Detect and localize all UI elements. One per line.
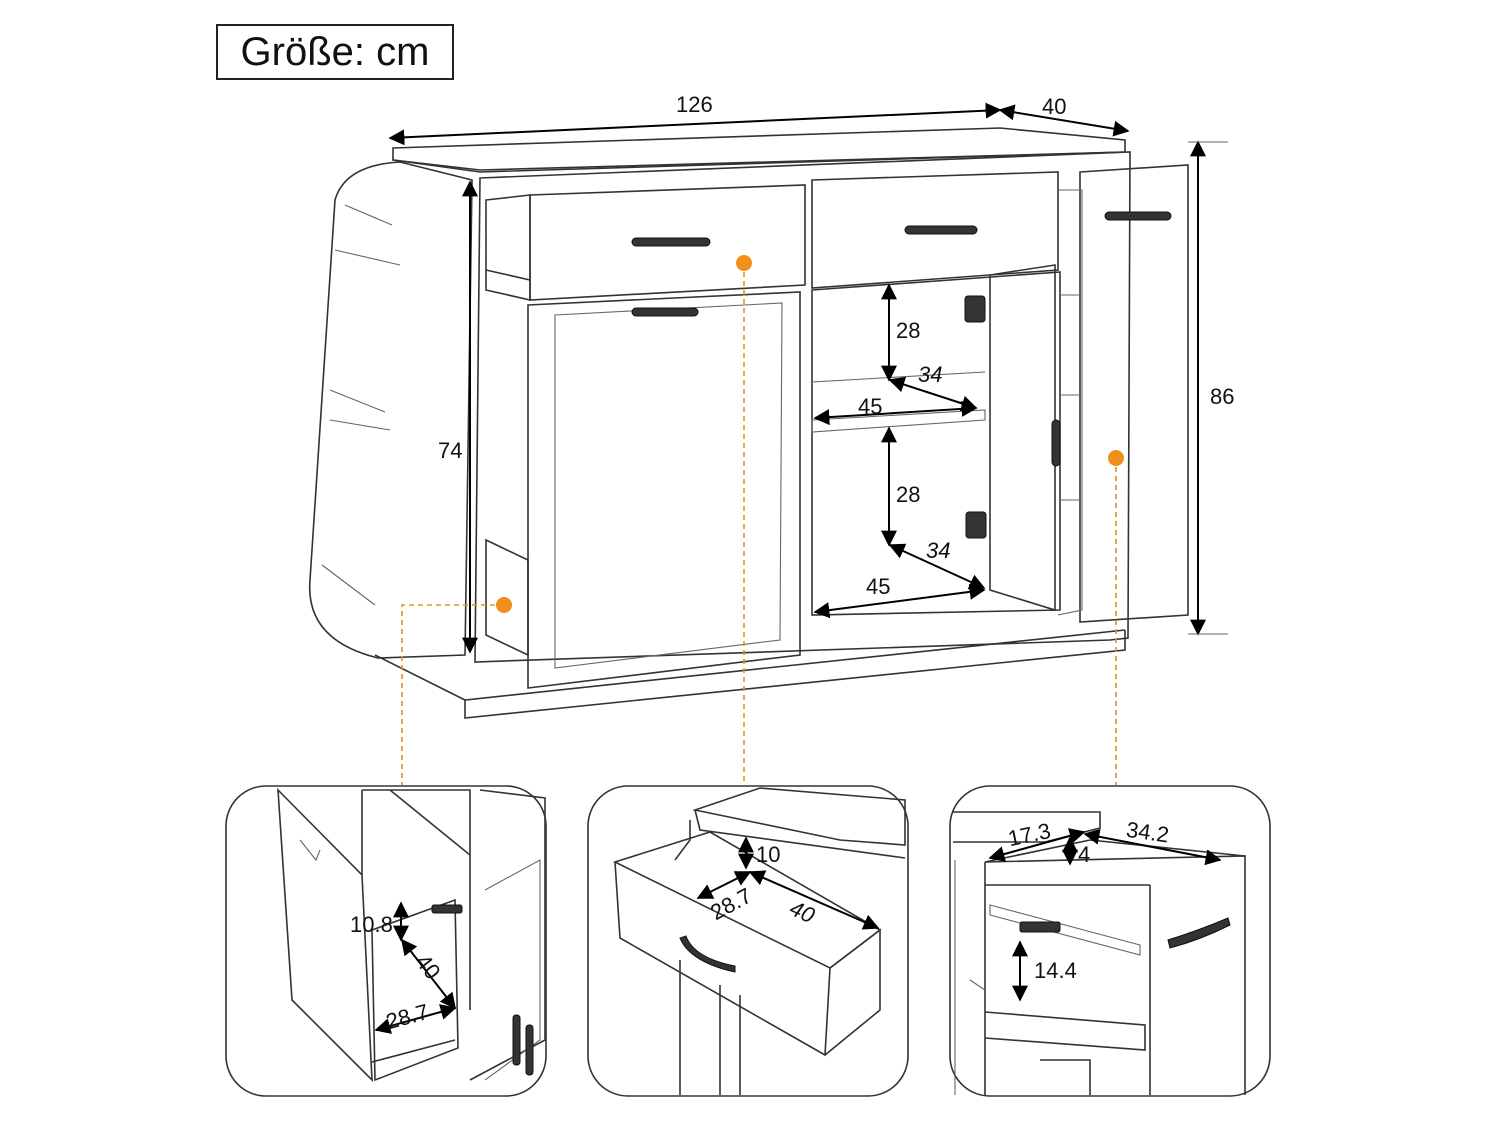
detail-markers <box>401 255 1124 785</box>
upper-shelf-height-label: 28 <box>896 318 920 343</box>
hinge-icon <box>964 295 986 323</box>
cabinet-height-label: 74 <box>438 438 462 463</box>
marker-dot-center <box>736 255 752 271</box>
door-handle-icon <box>1104 211 1172 221</box>
center-open-compartment <box>811 271 1061 616</box>
marker-dot-right <box>1108 450 1124 466</box>
right-pullout-door <box>1079 164 1189 623</box>
lower-shelf-width-label: 45 <box>866 574 890 599</box>
upper-shelf-width-label: 45 <box>858 394 882 419</box>
main-cabinet <box>308 127 1189 719</box>
upper-right-drawer <box>811 171 1059 289</box>
main-dimension-labels: 126 40 86 74 28 34 45 28 34 45 <box>438 92 1234 599</box>
drawer-slide-icon <box>1019 921 1061 933</box>
door-handle-icon <box>1167 917 1231 949</box>
detail-panel-left: 10.8 40 28.7 <box>225 785 547 1097</box>
front-frame <box>474 151 1131 663</box>
drawer-handle-icon <box>679 935 736 973</box>
door-handle-icon <box>525 1024 534 1076</box>
door-handle-icon <box>1051 419 1061 467</box>
middle-detail-height-label: 10 <box>756 842 780 867</box>
drawer-slide-icon <box>431 904 463 914</box>
drawer-handle-icon <box>631 237 711 247</box>
left-detail-height-label: 10.8 <box>350 912 393 937</box>
upper-shelf-depth-label: 34 <box>918 362 942 387</box>
main-dimension-lines <box>388 102 1228 654</box>
right-detail-depth-label: 34.2 <box>1125 817 1171 848</box>
detail-panel-middle: 10 28.7 40 <box>587 785 909 1097</box>
door-handle-icon <box>631 307 699 317</box>
left-door <box>527 291 801 689</box>
lower-shelf-depth-label: 34 <box>926 538 950 563</box>
total-height-label: 86 <box>1210 384 1234 409</box>
left-side-panel <box>308 161 473 659</box>
drawer-handle-icon <box>904 225 978 235</box>
right-detail-shelf-height-label: 14.4 <box>1034 958 1077 983</box>
right-detail-height-top-label: 4 <box>1078 842 1090 867</box>
lower-shelf-height-label: 28 <box>896 482 920 507</box>
center-door-open <box>989 264 1056 612</box>
size-unit-label: Größe: cm <box>216 24 454 80</box>
door-handle-icon <box>512 1014 521 1066</box>
handles <box>631 211 1172 539</box>
marker-dot-left <box>496 597 512 613</box>
detail-panel-right: 17.3 4 34.2 14.4 <box>949 785 1271 1097</box>
width-label: 126 <box>676 92 713 117</box>
hinge-icon <box>965 511 987 539</box>
depth-label: 40 <box>1042 94 1066 119</box>
